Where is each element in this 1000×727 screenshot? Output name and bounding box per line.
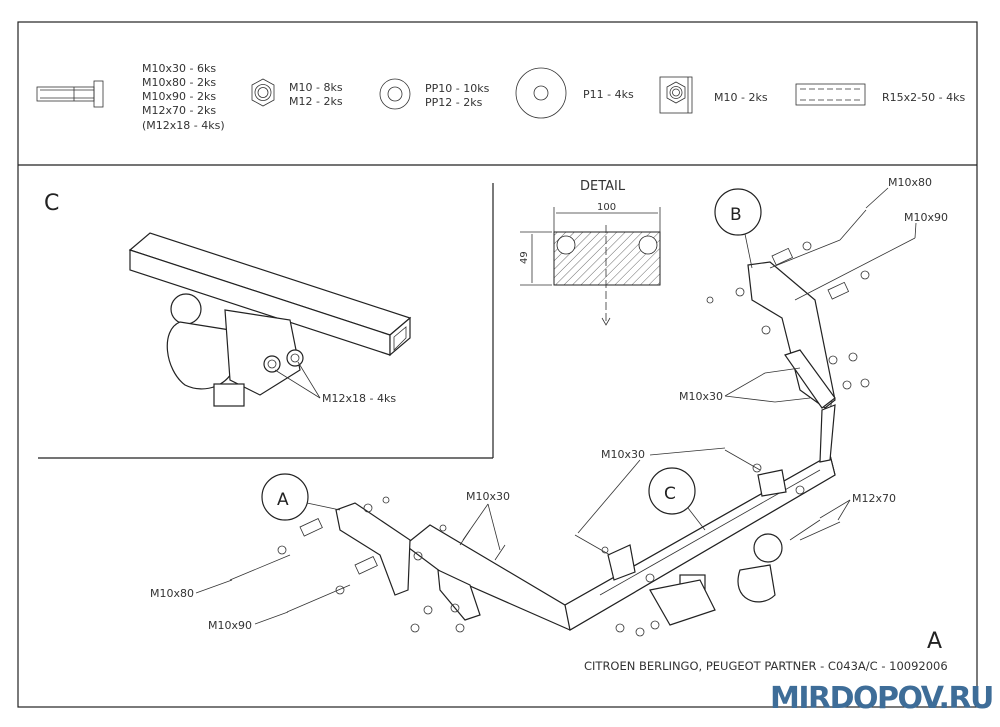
callout-m10x90-a: M10x90: [208, 619, 252, 632]
washer-icon: [379, 78, 411, 110]
large-washer-icon: [515, 67, 567, 119]
cage-nut-spec: M10 - 2ks: [714, 91, 768, 104]
nut-spec: M10 - 8ks: [289, 81, 343, 94]
bolt-spec: M10x80 - 2ks: [142, 76, 216, 89]
bolt-icon: [36, 80, 104, 108]
detail-section: DETAIL 100 49: [519, 179, 661, 326]
callouts: M10x80 M10x90 M10x30 M10x30 M10x30 M12x7…: [150, 176, 948, 654]
bolt-spec: M10x30 - 6ks: [142, 62, 216, 75]
callout-circle-a: [261, 473, 309, 521]
callout-m10x30-b: M10x30: [679, 390, 723, 403]
callout-m12x70: M12x70: [852, 492, 896, 505]
washer-spec: PP10 - 10ks: [425, 82, 490, 95]
callout-b-label: B: [730, 205, 742, 225]
washer-spec: PP12 - 2ks: [425, 96, 483, 109]
view-a-label: A: [927, 629, 942, 654]
height-dimension: 49: [519, 251, 530, 264]
crossbar-tube-drawing: [128, 232, 412, 357]
detail-c-label: C: [44, 191, 59, 216]
watermark: MIRDOPOV.RU: [770, 681, 993, 716]
parts-list: M10x30 - 6ks M10x80 - 2ks M10x90 - 2ks M…: [36, 62, 965, 132]
cage-nut-icon: [659, 76, 693, 114]
callout-circle-b: [714, 188, 762, 236]
callout-m10x90-b: M10x90: [904, 211, 948, 224]
callout-m10x30-a: M10x30: [466, 490, 510, 503]
callout-m10x80-a: M10x80: [150, 587, 194, 600]
detail-c-inset: C M12x18 - 4ks: [38, 183, 494, 459]
callout-a-label: A: [277, 490, 289, 510]
hex-nut-icon: [251, 78, 275, 107]
main-assembly-drawing: B A C: [229, 188, 916, 637]
detail-c-bolt-callout: M12x18 - 4ks: [322, 392, 396, 405]
bolt-spec: M10x90 - 2ks: [142, 90, 216, 103]
bolt-spec: (M12x18 - 4ks): [142, 119, 225, 132]
width-dimension: 100: [597, 202, 616, 213]
title-block: CITROEN BERLINGO, PEUGEOT PARTNER - C043…: [584, 659, 948, 673]
drawing-frame: [17, 21, 978, 708]
spacer-tube-icon: [795, 83, 866, 106]
spacer-tube-spec: R15x2-50 - 4ks: [882, 91, 965, 104]
callout-m10x30-center: M10x30: [601, 448, 645, 461]
bolt-spec: M12x70 - 2ks: [142, 104, 216, 117]
callout-m10x80-b: M10x80: [888, 176, 932, 189]
callout-c-label: C: [664, 484, 676, 504]
callout-circle-c: [648, 467, 696, 515]
nut-spec: M12 - 2ks: [289, 95, 343, 108]
detail-title: DETAIL: [580, 179, 626, 194]
large-washer-spec: P11 - 4ks: [583, 88, 634, 101]
